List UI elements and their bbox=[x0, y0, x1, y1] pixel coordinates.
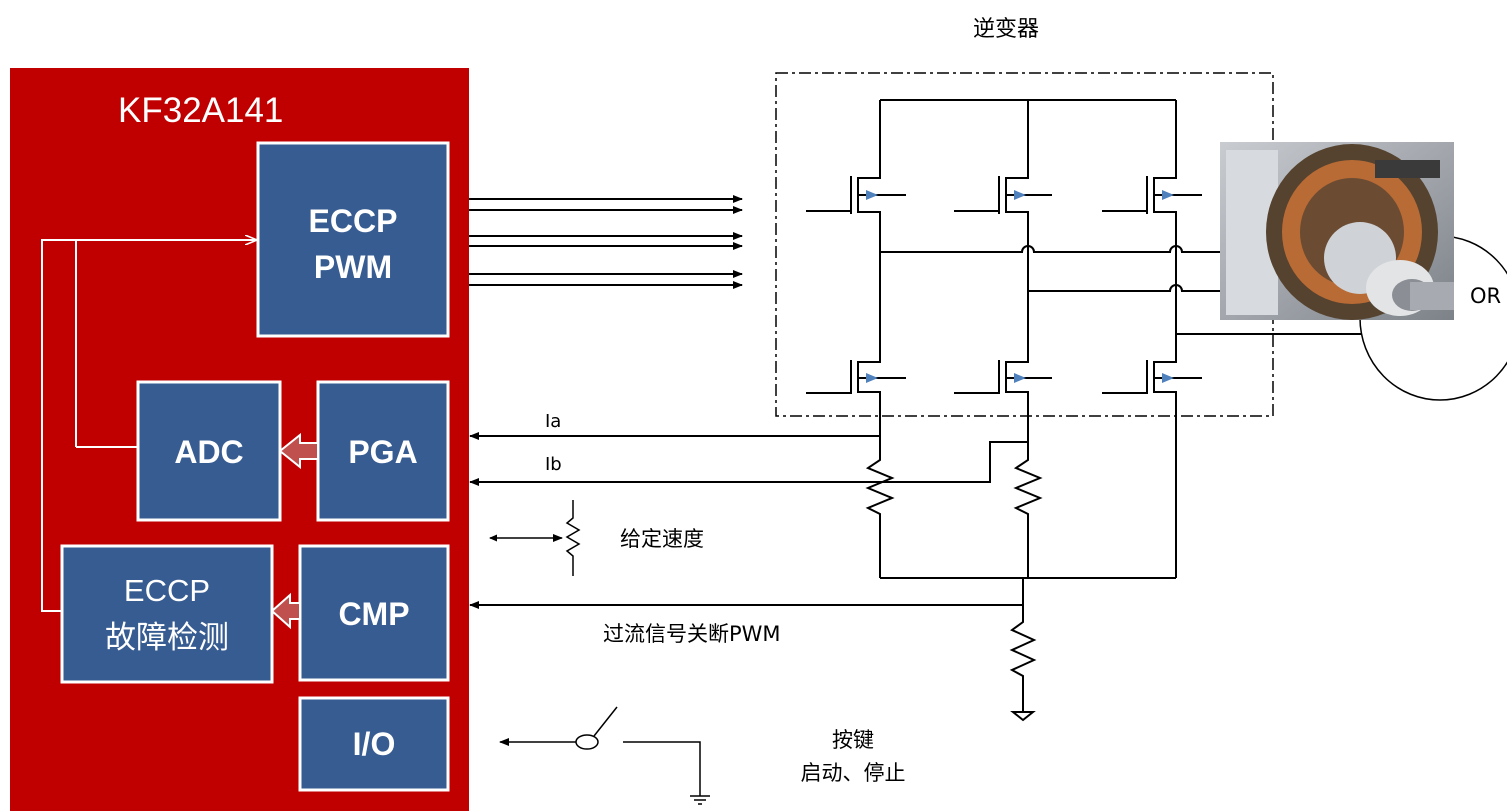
shunt-resistor-b bbox=[1013, 442, 1043, 578]
eccp-pwm-line2: PWM bbox=[314, 249, 392, 285]
eccp-pwm-block: ECCP PWM bbox=[256, 141, 450, 338]
speed-potentiometer bbox=[489, 500, 581, 576]
io-label: I/O bbox=[353, 726, 396, 762]
key-label-line2: 启动、停止 bbox=[801, 761, 906, 785]
inverter-bridge bbox=[806, 99, 1390, 722]
mosfet-lower-2 bbox=[954, 340, 1052, 442]
adc-block: ADC bbox=[136, 380, 282, 522]
feedback-lines bbox=[41, 240, 256, 612]
adc-label: ADC bbox=[174, 434, 243, 470]
pga-to-adc-arrow bbox=[278, 432, 319, 470]
key-switch bbox=[499, 706, 710, 805]
mosfet-lower-1 bbox=[806, 340, 906, 436]
current-sense-lines bbox=[469, 432, 1028, 486]
cmp-block: CMP bbox=[298, 544, 450, 682]
eccp-pwm-line1: ECCP bbox=[309, 203, 398, 239]
eccp-fault-line2: 故障检测 bbox=[105, 620, 229, 656]
inverter-title: 逆变器 bbox=[973, 17, 1039, 42]
cmp-to-fault-arrow bbox=[270, 592, 301, 630]
mosfet-upper-2 bbox=[954, 160, 1052, 250]
ground-symbol bbox=[1010, 711, 1036, 722]
eccp-fault-detect-block: ECCP 故障检测 bbox=[60, 544, 274, 684]
motor-label: OR bbox=[1470, 284, 1501, 308]
ia-label: Ia bbox=[545, 411, 561, 432]
eccp-fault-line1: ECCP bbox=[124, 573, 210, 608]
mosfet-lower-3 bbox=[1102, 340, 1202, 578]
overcurrent-label: 过流信号关断PWM bbox=[603, 622, 781, 646]
io-block: I/O bbox=[298, 696, 450, 792]
shunt-resistor-a bbox=[865, 436, 895, 578]
mosfet-upper-1 bbox=[806, 160, 906, 250]
mcu-title: KF32A141 bbox=[118, 91, 283, 130]
cmp-label: CMP bbox=[338, 596, 409, 632]
pga-label: PGA bbox=[348, 434, 417, 470]
pwm-output-lines bbox=[469, 195, 743, 289]
pga-block: PGA bbox=[316, 380, 450, 522]
overcurrent-resistor bbox=[1009, 578, 1037, 712]
ib-label: Ib bbox=[545, 454, 562, 475]
speed-label: 给定速度 bbox=[620, 527, 704, 551]
motor: OR bbox=[1220, 142, 1507, 401]
key-label-line1: 按键 bbox=[832, 728, 874, 752]
mosfet-upper-3 bbox=[1102, 160, 1202, 250]
motor-photo bbox=[1220, 142, 1454, 320]
